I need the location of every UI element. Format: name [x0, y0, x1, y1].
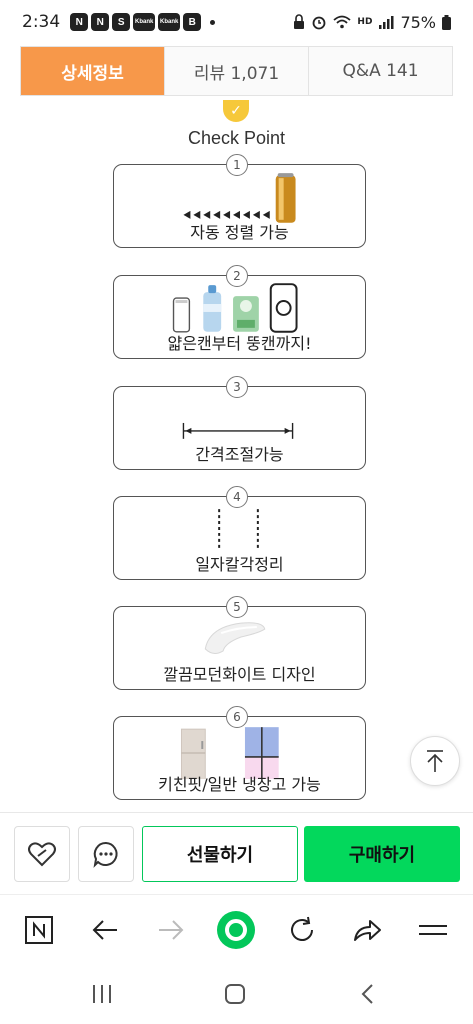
purchase-action-bar: 선물하기 구매하기 — [0, 812, 473, 894]
card-caption: 간격조절가능 — [195, 445, 284, 464]
menu-button[interactable] — [414, 911, 452, 949]
chat-button[interactable] — [78, 826, 134, 882]
check-point-title: Check Point — [187, 128, 286, 148]
back-icon — [361, 984, 373, 1004]
gift-button[interactable]: 선물하기 — [142, 826, 298, 882]
card-caption: 자동 정렬 가능 — [190, 223, 289, 242]
card-caption: 깔끔모던화이트 디자인 — [163, 665, 316, 684]
back-arrow-icon — [92, 920, 117, 940]
lock-icon — [294, 14, 305, 29]
buy-button[interactable]: 구매하기 — [304, 826, 460, 882]
kbank-app-icon-2: Kbank — [158, 13, 181, 31]
tab-qna[interactable]: Q&A 141 — [308, 47, 452, 95]
naver-home-button[interactable] — [20, 911, 58, 949]
tab-details[interactable]: 상세정보 — [21, 47, 164, 95]
check-card-2: 2 얇은캔부터 뚱캔까지! — [113, 265, 366, 359]
menu-icon — [419, 925, 447, 935]
system-back-button[interactable] — [350, 978, 386, 1010]
b-app-icon: B — [183, 13, 202, 31]
naver-app-icon: N — [70, 13, 89, 31]
refresh-button[interactable] — [283, 911, 321, 949]
naver-app-icon-2: N — [91, 13, 110, 31]
check-card-6: 6 키친핏/일반 냉장고 가능 — [113, 706, 366, 800]
naver-home-icon — [25, 916, 53, 944]
refresh-icon — [291, 916, 313, 941]
back-button[interactable] — [86, 911, 124, 949]
browser-toolbar — [0, 894, 473, 964]
tab-reviews[interactable]: 리뷰 1,071 — [164, 47, 308, 95]
check-card-5: 5 깔끔모던화이트 디자인 — [113, 596, 366, 690]
card-number: 5 — [226, 596, 248, 618]
battery-level: 75% — [400, 12, 436, 32]
card-caption: 키친핏/일반 냉장고 가능 — [158, 775, 321, 794]
notification-dot-icon — [210, 19, 216, 25]
status-right: HD 75% — [293, 13, 451, 32]
card-number: 6 — [226, 706, 248, 728]
card-caption: 얇은캔부터 뚱캔까지! — [167, 334, 312, 353]
home-icon — [225, 984, 245, 1004]
check-card-3: 3 간격조절가능 — [113, 376, 366, 470]
card-caption: 일자칼각정리 — [195, 555, 284, 574]
card-number: 2 — [226, 265, 248, 287]
card-number: 1 — [226, 154, 248, 176]
straight-line-illustration — [218, 509, 259, 551]
check-card-1: 1 자동 정렬 가능 — [113, 154, 366, 248]
share-icon — [354, 920, 381, 941]
heart-link-icon — [28, 842, 56, 867]
home-button[interactable] — [217, 978, 253, 1010]
chat-app-icon: S — [112, 13, 131, 31]
product-tabs: 상세정보 리뷰 1,071 Q&A 141 — [20, 46, 453, 96]
checkmark-badge-icon: ✓ — [223, 100, 249, 122]
arrow-up-icon — [427, 750, 443, 772]
spacing-adjust-illustration — [182, 422, 294, 439]
card-number: 3 — [226, 376, 248, 398]
battery-icon — [442, 14, 451, 30]
check-card-4: 4 일자칼각정리 — [113, 486, 366, 580]
fridge-types-illustration — [180, 727, 279, 779]
forward-arrow-icon — [159, 920, 184, 940]
auto-align-can-illustration — [183, 173, 296, 223]
kbank-app-icon: Kbank — [133, 13, 156, 31]
status-bar: 2:34 N N S Kbank Kbank B HD 75% — [0, 0, 473, 44]
recent-apps-button[interactable] — [84, 978, 120, 1010]
green-dot-button[interactable] — [217, 911, 255, 949]
status-time: 2:34 — [22, 12, 61, 32]
card-number: 4 — [226, 486, 248, 508]
can-sizes-illustration — [172, 283, 298, 333]
alarm-icon — [313, 16, 326, 30]
forward-button[interactable] — [152, 911, 190, 949]
product-detail-content: ✓ Check Point 1 자동 정렬 가능 2 — [0, 96, 473, 812]
system-navigation-bar — [0, 964, 473, 1024]
hd-voice-label: HD — [357, 16, 373, 27]
share-button[interactable] — [348, 911, 386, 949]
recent-apps-icon — [93, 985, 111, 1003]
scroll-to-top-button[interactable] — [410, 736, 460, 786]
chat-bubble-icon — [93, 841, 118, 868]
green-dot-icon — [217, 911, 255, 949]
wifi-icon — [333, 15, 352, 29]
like-button[interactable] — [14, 826, 70, 882]
signal-icon — [379, 16, 394, 29]
white-cream-swatch-illustration — [204, 622, 266, 654]
